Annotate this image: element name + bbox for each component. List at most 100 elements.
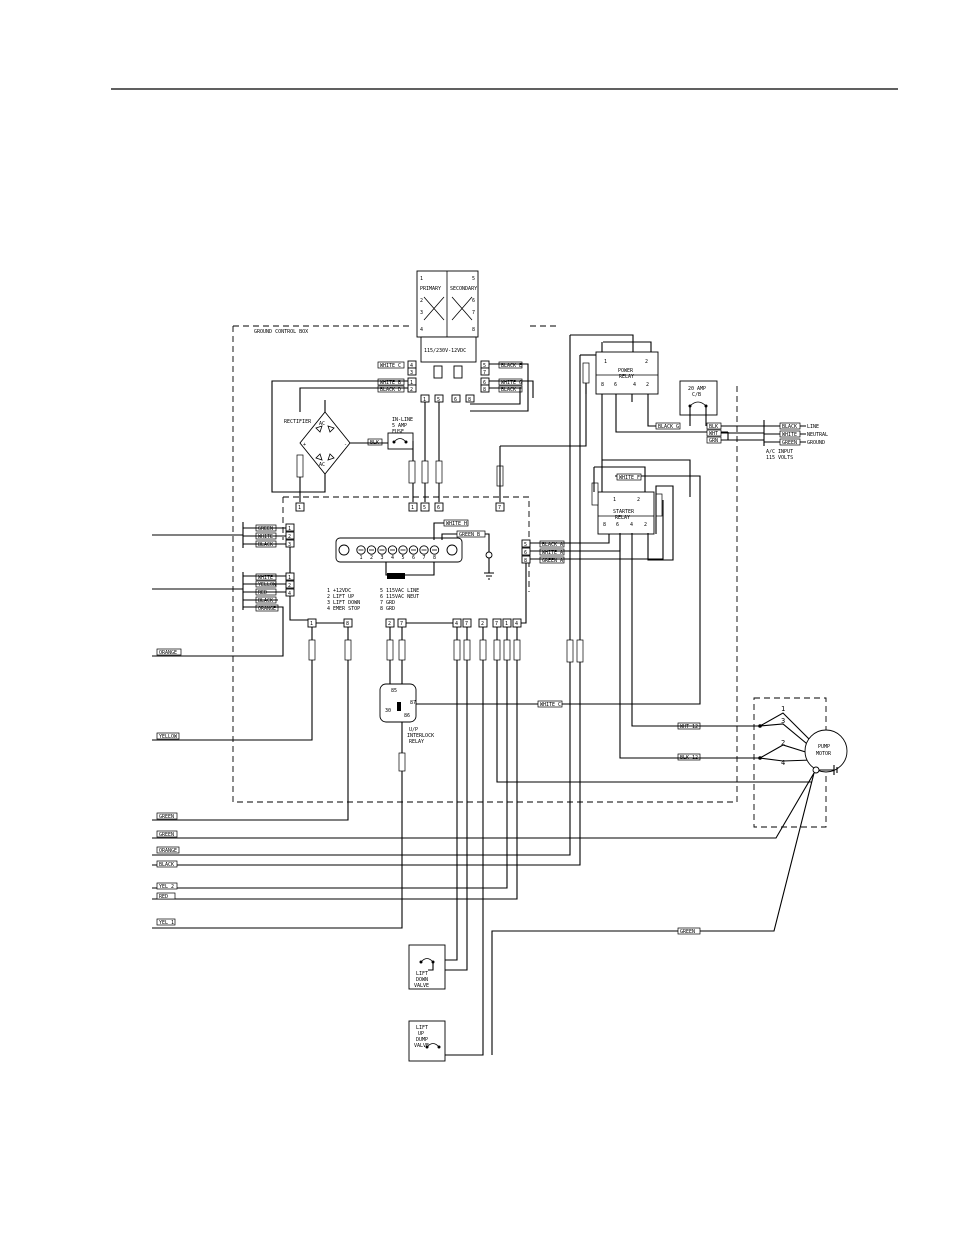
board-terminal-number: 2 bbox=[370, 555, 373, 561]
svg-text:WHT: WHT bbox=[709, 431, 718, 437]
transformer: PRIMARY SECONDARY 1 5 2 6 3 7 4 8 115/23… bbox=[416, 270, 479, 379]
svg-text:1: 1 bbox=[411, 505, 414, 511]
svg-text:BLACK F: BLACK F bbox=[501, 387, 522, 393]
svg-text:RELAY: RELAY bbox=[619, 374, 634, 380]
svg-text:BLK: BLK bbox=[709, 424, 718, 430]
svg-text:7: 7 bbox=[495, 621, 498, 627]
svg-text:1: 1 bbox=[604, 359, 607, 365]
svg-text:WHITE C: WHITE C bbox=[380, 363, 401, 369]
svg-text:YELLOW: YELLOW bbox=[159, 734, 178, 740]
svg-text:GREEN: GREEN bbox=[258, 526, 273, 532]
svg-text:1: 1 bbox=[420, 276, 423, 282]
svg-text:+: + bbox=[303, 442, 306, 448]
svg-text:5 115VAC LINE: 5 115VAC LINE bbox=[380, 588, 419, 594]
svg-text:2 LIFT UP: 2 LIFT UP bbox=[327, 594, 354, 600]
svg-text:8: 8 bbox=[346, 621, 349, 627]
xfmr-right-terminals: 5 7 6 8 BLACK E WHITE G BLACK F bbox=[470, 360, 534, 412]
board-terminal-number: 5 bbox=[402, 555, 405, 561]
xfmr-pin-labels: 1 5 2 6 3 7 4 8 bbox=[420, 276, 475, 333]
svg-text:2: 2 bbox=[644, 522, 647, 528]
svg-text:YEL 1: YEL 1 bbox=[159, 920, 174, 926]
svg-text:6: 6 bbox=[437, 505, 440, 511]
board-terminal-number: 6 bbox=[412, 555, 415, 561]
svg-text:2: 2 bbox=[288, 583, 291, 589]
svg-text:8 GRD: 8 GRD bbox=[380, 606, 395, 612]
control-panel bbox=[282, 496, 530, 592]
svg-text:3: 3 bbox=[420, 310, 423, 316]
svg-text:8: 8 bbox=[468, 397, 471, 403]
ground-control-box: GROUND CONTROL BOX bbox=[232, 325, 738, 803]
svg-text:20 AMP: 20 AMP bbox=[688, 386, 706, 392]
svg-text:2: 2 bbox=[645, 359, 648, 365]
svg-text:6: 6 bbox=[472, 298, 475, 304]
svg-text:4: 4 bbox=[420, 327, 423, 333]
svg-text:2: 2 bbox=[420, 298, 423, 304]
svg-text:MOTOR: MOTOR bbox=[816, 751, 832, 757]
svg-text:LIFT: LIFT bbox=[416, 1025, 428, 1031]
svg-text:LINE: LINE bbox=[807, 424, 819, 430]
svg-text:RED: RED bbox=[159, 894, 168, 900]
svg-text:1: 1 bbox=[423, 397, 426, 403]
svg-text:YELLOW: YELLOW bbox=[258, 582, 277, 588]
power-relay: POWER RELAY 1 2 8 6 4 2 bbox=[582, 341, 728, 497]
svg-text:1: 1 bbox=[613, 497, 616, 503]
panel-top-terminals: 1 1 5 6 7 bbox=[295, 502, 505, 512]
svg-text:86: 86 bbox=[404, 713, 410, 719]
svg-text:IN-LINE: IN-LINE bbox=[392, 417, 413, 423]
svg-text:6: 6 bbox=[524, 550, 527, 556]
svg-text:8: 8 bbox=[601, 382, 604, 388]
svg-text:3: 3 bbox=[288, 542, 291, 548]
svg-text:7: 7 bbox=[472, 310, 475, 316]
svg-text:WHITE: WHITE bbox=[782, 432, 797, 438]
svg-text:RED: RED bbox=[258, 590, 267, 596]
svg-text:1: 1 bbox=[298, 505, 301, 511]
svg-text:4: 4 bbox=[781, 759, 785, 767]
svg-text:5: 5 bbox=[423, 505, 426, 511]
svg-text:5: 5 bbox=[437, 397, 440, 403]
primary-label: PRIMARY bbox=[420, 286, 441, 292]
svg-text:3: 3 bbox=[410, 370, 413, 376]
svg-text:NEUTRAL: NEUTRAL bbox=[807, 432, 828, 438]
svg-text:1 +12VDC: 1 +12VDC bbox=[327, 588, 351, 594]
svg-text:2: 2 bbox=[781, 739, 785, 747]
lift-down-valve: LIFT DOWN VALVE bbox=[408, 944, 446, 990]
svg-text:7: 7 bbox=[483, 370, 486, 376]
svg-text:3 LIFT DOWN: 3 LIFT DOWN bbox=[327, 600, 360, 606]
svg-text:C/B: C/B bbox=[692, 392, 701, 398]
xfmr-left-terminals: 4 3 1 2 WHITE C WHITE B BLACK D bbox=[377, 360, 417, 393]
svg-text:RELAY: RELAY bbox=[409, 739, 424, 745]
svg-text:1: 1 bbox=[310, 621, 313, 627]
svg-text:FUSE: FUSE bbox=[392, 429, 404, 435]
svg-text:2: 2 bbox=[388, 621, 391, 627]
svg-text:4: 4 bbox=[410, 363, 413, 369]
lift-up-valve: LIFT UP DUMP VALVE bbox=[408, 1020, 446, 1062]
svg-text:BLACK: BLACK bbox=[782, 424, 797, 430]
svg-text:ORANGE: ORANGE bbox=[159, 848, 177, 854]
svg-text:5: 5 bbox=[483, 363, 486, 369]
svg-text:YEL 2: YEL 2 bbox=[159, 884, 174, 890]
ground-control-box-label: GROUND CONTROL BOX bbox=[254, 329, 308, 335]
inline-fuse: IN-LINE 5 AMP FUSE BLK bbox=[367, 417, 414, 450]
svg-text:POWER: POWER bbox=[618, 368, 634, 374]
svg-text:2: 2 bbox=[637, 497, 640, 503]
svg-text:DUMP: DUMP bbox=[416, 1037, 428, 1043]
svg-text:PUMP: PUMP bbox=[818, 744, 830, 750]
svg-text:GRN: GRN bbox=[709, 438, 718, 444]
svg-text:WHITE: WHITE bbox=[258, 575, 273, 581]
svg-text:6: 6 bbox=[614, 382, 617, 388]
svg-text:ORANGE: ORANGE bbox=[159, 650, 177, 656]
svg-text:30: 30 bbox=[385, 708, 391, 714]
svg-text:4: 4 bbox=[633, 382, 636, 388]
svg-text:1: 1 bbox=[505, 621, 508, 627]
svg-text:6: 6 bbox=[483, 380, 486, 386]
terminal-legend: 1 +12VDC 2 LIFT UP 3 LIFT DOWN 4 EMER ST… bbox=[327, 588, 419, 612]
svg-text:WHITE F: WHITE F bbox=[619, 475, 640, 481]
svg-text:BLACK: BLACK bbox=[258, 542, 273, 548]
svg-text:BLACK: BLACK bbox=[159, 862, 174, 868]
svg-text:8: 8 bbox=[472, 327, 475, 333]
svg-text:1: 1 bbox=[288, 575, 291, 581]
svg-text:5 AMP: 5 AMP bbox=[392, 423, 407, 429]
svg-text:GROUND: GROUND bbox=[807, 440, 825, 446]
svg-text:A/C INPUT: A/C INPUT bbox=[766, 449, 793, 455]
